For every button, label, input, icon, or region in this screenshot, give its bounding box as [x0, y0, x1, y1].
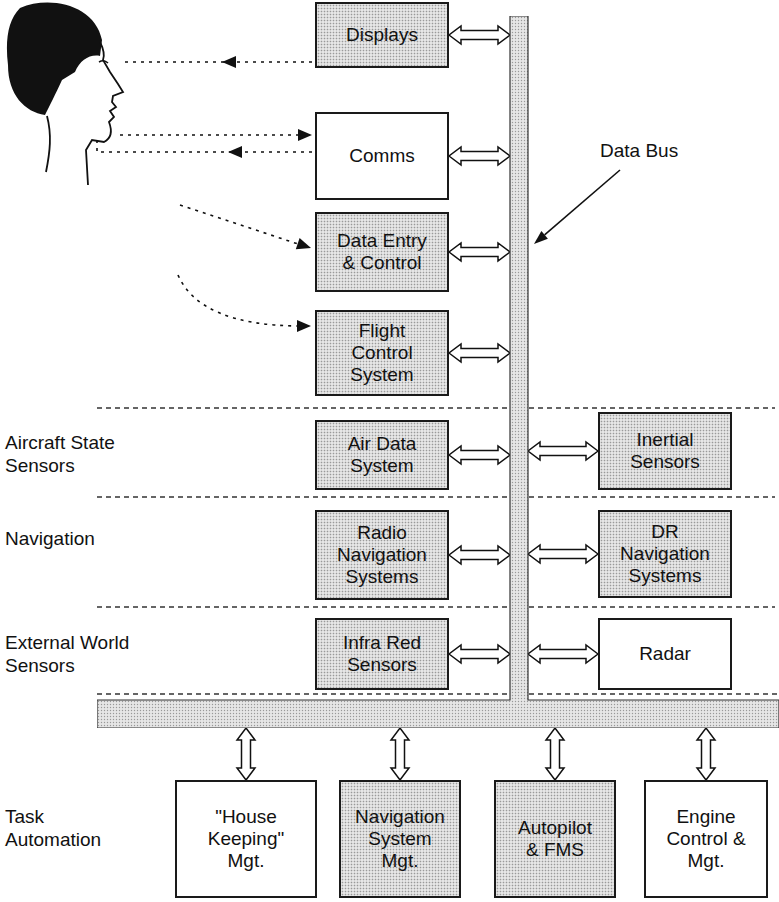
section-label: Task Automation: [5, 806, 125, 852]
bus-connector: [237, 728, 255, 780]
leader-line: [545, 170, 620, 235]
control-box: Data Entry & Control: [315, 212, 449, 292]
bus-connector: [449, 26, 510, 44]
arrowhead: [534, 231, 548, 244]
box-label: "House Keeping" Mgt.: [191, 806, 301, 872]
bus-bar: [97, 16, 779, 728]
box-label: Comms: [349, 145, 414, 167]
pilot-interaction-arrows: [97, 62, 312, 326]
box-label: Inertial Sensors: [615, 429, 715, 473]
dotted-line: [120, 134, 300, 136]
box-label: Flight Control System: [332, 320, 432, 386]
section-divider: [97, 606, 775, 607]
bus-connector: [546, 728, 564, 780]
navigation-box: Radio Navigation Systems: [315, 510, 449, 600]
dotted-line: [97, 140, 312, 152]
bus-connector: [449, 147, 510, 165]
task-box: Navigation System Mgt.: [339, 780, 461, 898]
dotted-line: [180, 205, 298, 244]
box-label: Radar: [639, 643, 691, 665]
task-box: Autopilot & FMS: [494, 780, 616, 898]
data-bus-leader: [534, 170, 620, 244]
section-label: Navigation: [5, 528, 95, 551]
bus-connector: [449, 446, 510, 464]
task-box: "House Keeping" Mgt.: [175, 780, 317, 898]
bus-connector: [528, 545, 598, 563]
section-divider: [97, 496, 775, 497]
arrowhead: [298, 129, 312, 141]
bus-label: Data Bus: [600, 140, 678, 162]
section-label: External World Sensors: [5, 632, 165, 678]
box-label: Data Entry & Control: [332, 230, 432, 274]
arrowhead: [297, 320, 311, 332]
bus-connector: [449, 546, 510, 564]
neck-line: [46, 116, 50, 172]
arrowhead: [228, 146, 242, 158]
bus-connector: [449, 243, 510, 261]
bus-connector: [528, 442, 598, 460]
section-divider: [97, 407, 775, 408]
sensor-box: Radar: [598, 618, 732, 690]
pilot-head: [7, 3, 123, 185]
sensor-box: Infra Red Sensors: [315, 618, 449, 690]
control-box: Flight Control System: [315, 310, 449, 396]
arrowhead: [222, 56, 236, 68]
section-divider: [97, 693, 777, 694]
box-label: Engine Control & Mgt.: [658, 806, 754, 872]
dotted-line: [178, 275, 298, 326]
box-label: Navigation System Mgt.: [352, 806, 448, 872]
box-label: Autopilot & FMS: [512, 817, 598, 861]
arrowhead: [296, 238, 311, 249]
section-label: Aircraft State Sensors: [5, 432, 165, 478]
box-label: Displays: [346, 24, 418, 46]
navigation-box: DR Navigation Systems: [598, 510, 732, 598]
box-label: Radio Navigation Systems: [332, 522, 432, 588]
sensor-box: Inertial Sensors: [598, 412, 732, 490]
arrowheads: [222, 56, 312, 332]
face-profile: [86, 42, 123, 185]
bus-connector: [528, 645, 598, 663]
box-label: Air Data System: [332, 433, 432, 477]
dotted-line: [122, 61, 312, 63]
box-label: Infra Red Sensors: [332, 632, 432, 676]
bus-connector: [391, 728, 409, 780]
sensor-box: Air Data System: [315, 420, 449, 490]
box-label: DR Navigation Systems: [615, 521, 715, 587]
bus-connector: [697, 728, 715, 780]
bus-connector: [449, 344, 510, 362]
task-box: Engine Control & Mgt.: [644, 780, 768, 898]
display-box: Displays: [315, 2, 449, 68]
bus-connector: [449, 645, 510, 663]
separators: [97, 408, 777, 694]
hair: [7, 3, 102, 115]
comms-box: Comms: [315, 112, 449, 200]
eye: [99, 61, 108, 63]
